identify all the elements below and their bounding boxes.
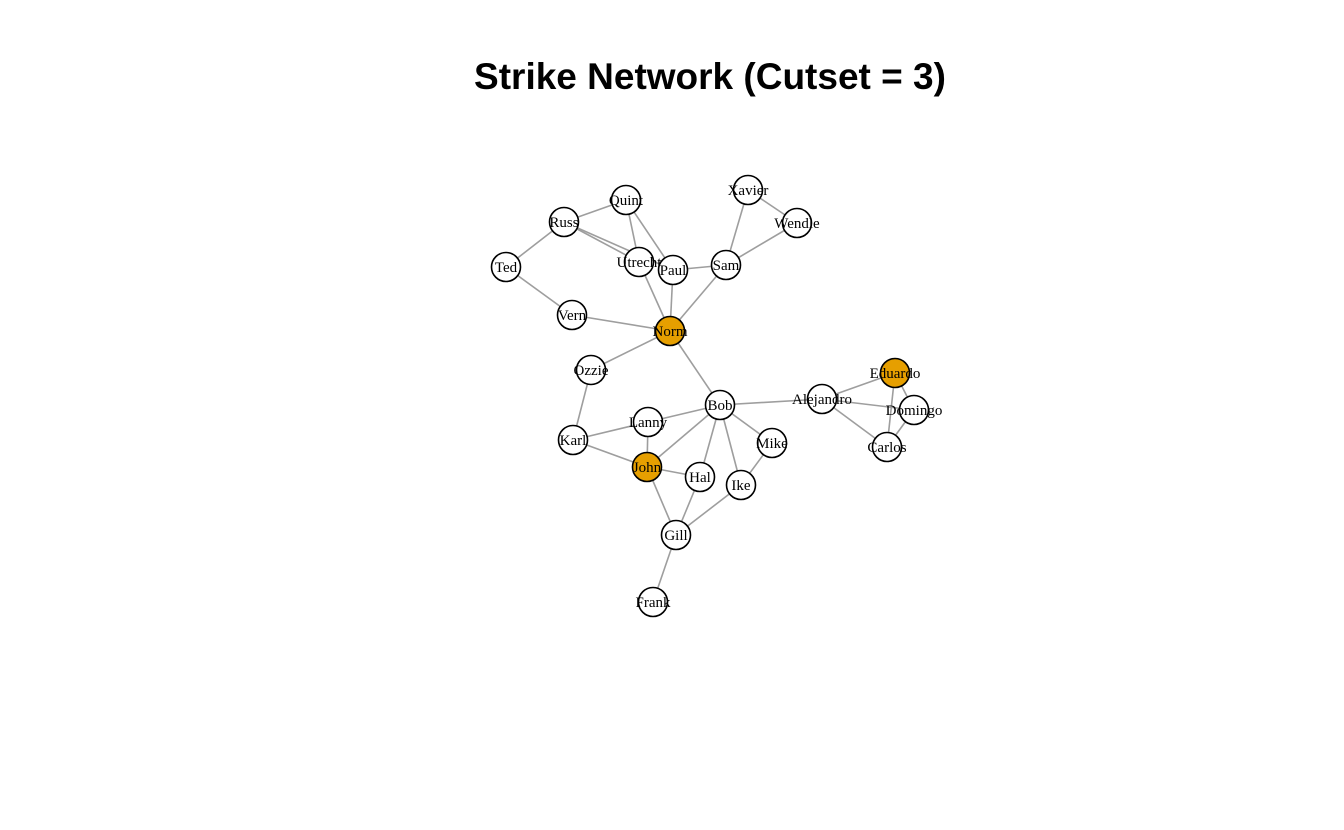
node-label: Norm [653, 324, 688, 340]
edge-russ-paul [563, 221, 674, 271]
node-bob: Bob [704, 389, 736, 421]
node-circle [556, 299, 588, 331]
node-domingo: Domingo [886, 394, 943, 426]
node-circle [732, 174, 764, 206]
node-circle [557, 424, 589, 456]
node-john: John [631, 451, 663, 483]
node-circle [704, 389, 736, 421]
edge-bob-alejandro [719, 398, 823, 406]
node-circle [710, 249, 742, 281]
node-xavier: Xavier [728, 174, 769, 206]
node-circle [610, 184, 642, 216]
node-ozzie: Ozzie [574, 354, 609, 386]
node-label: Paul [660, 263, 687, 279]
node-label: Ike [731, 478, 750, 494]
node-circle [575, 354, 607, 386]
edge-bob-john [646, 404, 721, 468]
node-label: Carlos [867, 440, 906, 456]
node-label: Lanny [629, 415, 668, 431]
node-label: Ted [495, 260, 518, 276]
node-label: Alejandro [792, 392, 852, 408]
node-mike: Mike [756, 427, 788, 459]
node-circle [632, 406, 664, 438]
node-sam: Sam [710, 249, 742, 281]
node-circle [654, 315, 686, 347]
node-gill: Gill [660, 519, 692, 551]
node-label: Hal [689, 470, 711, 486]
node-russ: Russ [548, 206, 580, 238]
node-circle [781, 207, 813, 239]
node-label: Frank [636, 595, 671, 611]
node-circle [631, 451, 663, 483]
node-ted: Ted [490, 251, 522, 283]
node-label: Xavier [728, 183, 769, 199]
node-label: John [633, 460, 662, 476]
node-label: Gill [664, 528, 687, 544]
node-wendle: Wendle [774, 207, 820, 239]
node-circle [657, 254, 689, 286]
chart-title: Strike Network (Cutset = 3) [474, 56, 946, 97]
node-eduardo: Eduardo [870, 357, 921, 389]
node-circle [725, 469, 757, 501]
node-label: Mike [756, 436, 788, 452]
node-label: Wendle [774, 216, 820, 232]
node-circle [490, 251, 522, 283]
node-circle [871, 431, 903, 463]
edge-alejandro-domingo [821, 398, 915, 411]
node-ike: Ike [725, 469, 757, 501]
node-hal: Hal [684, 461, 716, 493]
node-lanny: Lanny [629, 406, 668, 438]
node-quint: Quint [609, 184, 644, 216]
node-label: Vern [558, 308, 587, 324]
node-circle [548, 206, 580, 238]
node-circle [660, 519, 692, 551]
node-label: Russ [549, 215, 578, 231]
node-label: Ozzie [574, 363, 609, 379]
node-paul: Paul [657, 254, 689, 286]
node-label: Karl [560, 433, 587, 449]
node-vern: Vern [556, 299, 588, 331]
node-label: Domingo [886, 403, 943, 419]
node-label: Bob [707, 398, 732, 414]
edge-vern-norm [571, 314, 671, 332]
node-norm: Norm [653, 315, 688, 347]
node-circle [684, 461, 716, 493]
node-label: Sam [713, 258, 740, 274]
node-label: Utrecht [617, 255, 663, 271]
node-frank: Frank [636, 586, 671, 618]
node-circle [756, 427, 788, 459]
node-alejandro: Alejandro [792, 383, 852, 415]
node-circle [637, 586, 669, 618]
node-utrecht: Utrecht [617, 246, 663, 278]
node-carlos: Carlos [867, 431, 907, 463]
node-circle [879, 357, 911, 389]
node-karl: Karl [557, 424, 589, 456]
node-label: Quint [609, 193, 644, 209]
node-circle [623, 246, 655, 278]
node-label: Eduardo [870, 366, 921, 382]
node-circle [898, 394, 930, 426]
node-circle [806, 383, 838, 415]
